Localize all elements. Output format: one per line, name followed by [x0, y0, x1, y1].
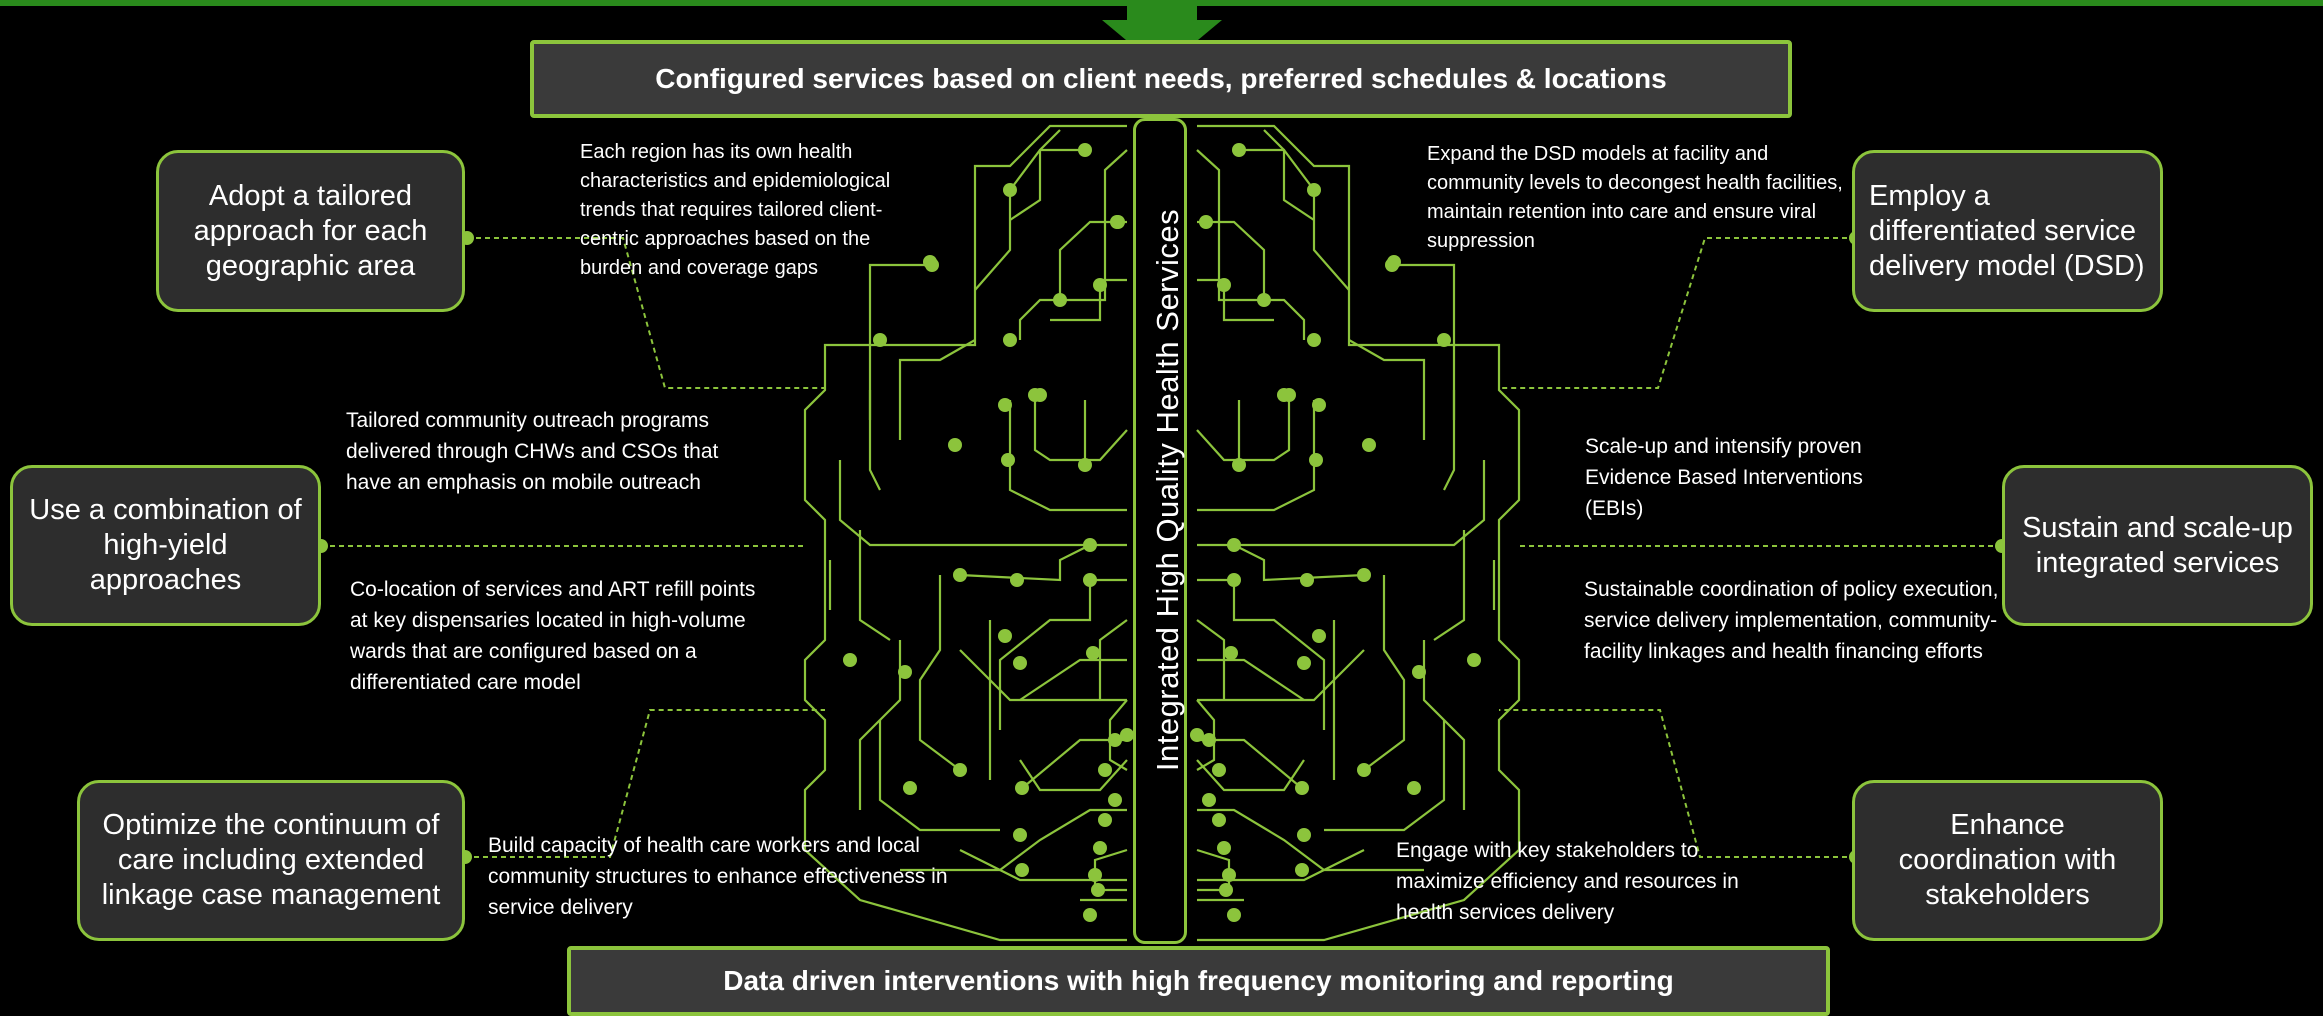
- left-desc-region: Each region has its own health character…: [580, 141, 891, 279]
- right-box-sustain-scale-up: Sustain and scale-up integrated services: [2002, 465, 2313, 626]
- left-desc-outreach: Tailored community outreach programs del…: [346, 409, 719, 494]
- left-desc-capacity: Build capacity of health care workers an…: [488, 834, 948, 919]
- center-label: Integrated High Quality Health Services: [1150, 208, 1185, 772]
- right-desc-dsd: Expand the DSD models at facility and co…: [1427, 143, 1843, 252]
- right-box-dsd: Employ a differentiated service delivery…: [1852, 150, 2163, 312]
- left-box-continuum-of-care: Optimize the continuum of care including…: [77, 780, 465, 941]
- right-desc-ebis: Scale-up and intensify proven Evidence B…: [1585, 435, 1863, 520]
- left-box-high-yield: Use a combination of high-yield approach…: [10, 465, 321, 626]
- right-desc-stakeholders: Engage with key stakeholders to maximize…: [1396, 839, 1739, 924]
- left-box-tailored-approach: Adopt a tailored approach for each geogr…: [156, 150, 465, 312]
- right-desc-coordination: Sustainable coordination of policy execu…: [1584, 578, 1999, 663]
- right-box-coordination: Enhance coordination with stakeholders: [1852, 780, 2163, 941]
- left-desc-colocation: Co-location of services and ART refill p…: [350, 578, 756, 694]
- down-arrow-icon: [1102, 0, 1222, 70]
- center-spine: [1133, 118, 1187, 944]
- bottom-banner: Data driven interventions with high freq…: [567, 946, 1830, 1016]
- top-banner: Configured services based on client need…: [530, 40, 1792, 118]
